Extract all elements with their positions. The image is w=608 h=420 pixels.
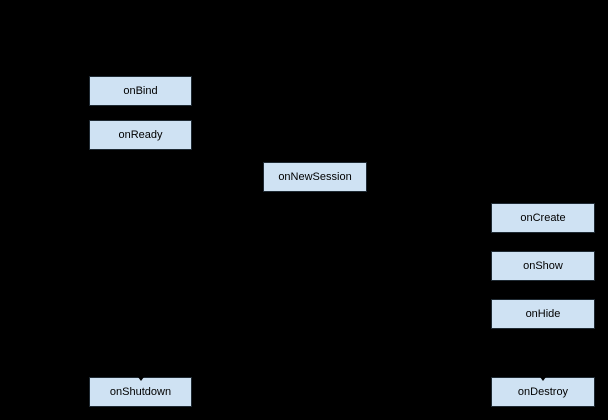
- node-oncreate-label: onCreate: [520, 211, 566, 224]
- node-onhide-label: onHide: [525, 307, 561, 320]
- node-onshutdown: onShutdown: [89, 377, 192, 407]
- arrowhead-down-icon: [540, 377, 546, 381]
- node-ondestroy: onDestroy: [491, 377, 595, 407]
- node-onshutdown-label: onShutdown: [109, 385, 172, 398]
- node-onbind: onBind: [89, 76, 192, 106]
- node-onready: onReady: [89, 120, 192, 150]
- node-onhide: onHide: [491, 299, 595, 329]
- node-onnewsession: onNewSession: [263, 162, 367, 192]
- node-oncreate: onCreate: [491, 203, 595, 233]
- node-onshow-label: onShow: [523, 259, 563, 272]
- node-onready-label: onReady: [118, 128, 163, 141]
- node-onshow: onShow: [491, 251, 595, 281]
- node-onnewsession-label: onNewSession: [278, 170, 352, 183]
- node-onbind-label: onBind: [123, 84, 158, 97]
- arrowhead-down-icon: [137, 377, 144, 381]
- node-ondestroy-label: onDestroy: [517, 385, 569, 398]
